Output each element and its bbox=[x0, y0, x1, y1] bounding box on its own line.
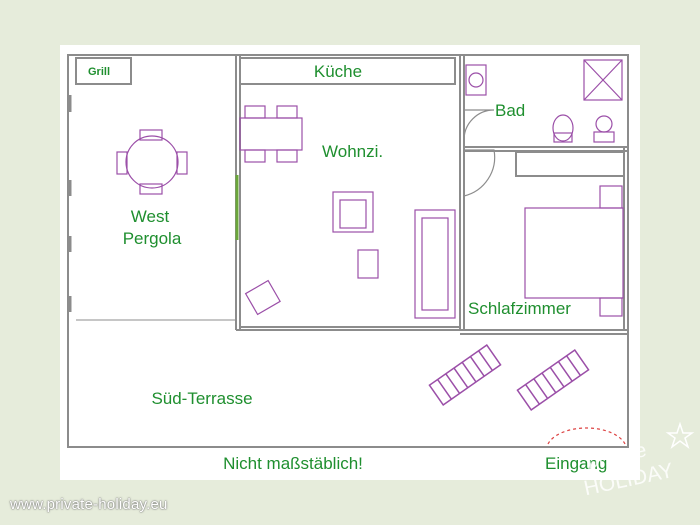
room-label-grill: Grill bbox=[88, 66, 110, 78]
plan-paper bbox=[60, 45, 640, 480]
plan-note: Nicht maßstäblich! bbox=[223, 454, 363, 473]
walls bbox=[67, 54, 629, 448]
bath-fixtures bbox=[465, 59, 623, 143]
sun-loungers bbox=[428, 344, 590, 411]
living-furniture bbox=[244, 191, 456, 319]
site-url: www.private-holiday.eu bbox=[10, 496, 168, 513]
entrance-arc bbox=[547, 427, 626, 445]
room-label-living: Wohnzi. bbox=[322, 142, 383, 161]
dining-table bbox=[239, 105, 303, 163]
room-label-pergola: Pergola bbox=[123, 229, 182, 248]
doors bbox=[463, 109, 496, 197]
room-label-entrance: Eingang bbox=[545, 454, 607, 473]
room-label-bedroom: Schlafzimmer bbox=[468, 299, 571, 318]
room-label-kitchen: Küche bbox=[314, 62, 362, 81]
room-label-west: West bbox=[131, 207, 170, 226]
room-label-terrace: Süd-Terrasse bbox=[151, 389, 252, 408]
round-table bbox=[116, 129, 188, 195]
star-icon bbox=[665, 421, 695, 450]
room-label-bath: Bad bbox=[495, 101, 525, 120]
double-bed bbox=[524, 185, 624, 317]
